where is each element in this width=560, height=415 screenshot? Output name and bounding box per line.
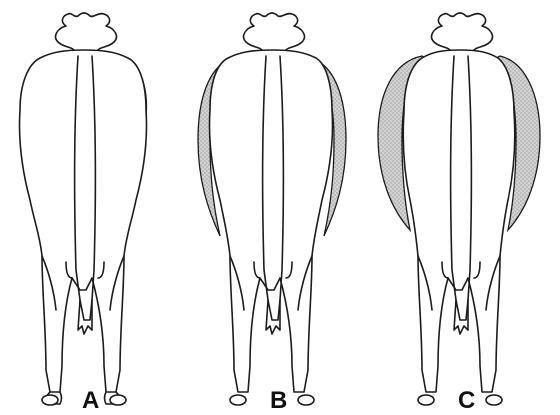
cow-body-c <box>403 50 515 392</box>
panel-label-b: B <box>270 387 287 414</box>
cow-body-b <box>209 50 332 392</box>
cow-panel-b: B <box>198 13 346 414</box>
cow-hoof-b-right <box>298 395 314 405</box>
cow-hoof-a-left <box>42 395 58 405</box>
cow-hoof-b-left <box>230 395 246 405</box>
cow-head-b <box>244 13 305 52</box>
cow-panel-a: A <box>19 13 146 414</box>
cow-hoof-c-left <box>418 395 434 405</box>
cow-head-a <box>56 13 117 52</box>
cow-figure-c <box>378 13 540 405</box>
cow-head-c <box>432 13 493 52</box>
cow-figure-b <box>198 13 346 405</box>
cow-body-a <box>19 50 146 392</box>
cow-figure-a <box>19 13 146 405</box>
panel-label-c: C <box>458 387 475 414</box>
panel-label-a: A <box>82 387 99 414</box>
cow-hoof-c-right <box>486 395 502 405</box>
cow-hoof-a-right <box>110 395 126 405</box>
cow-panel-c: C <box>378 13 540 414</box>
